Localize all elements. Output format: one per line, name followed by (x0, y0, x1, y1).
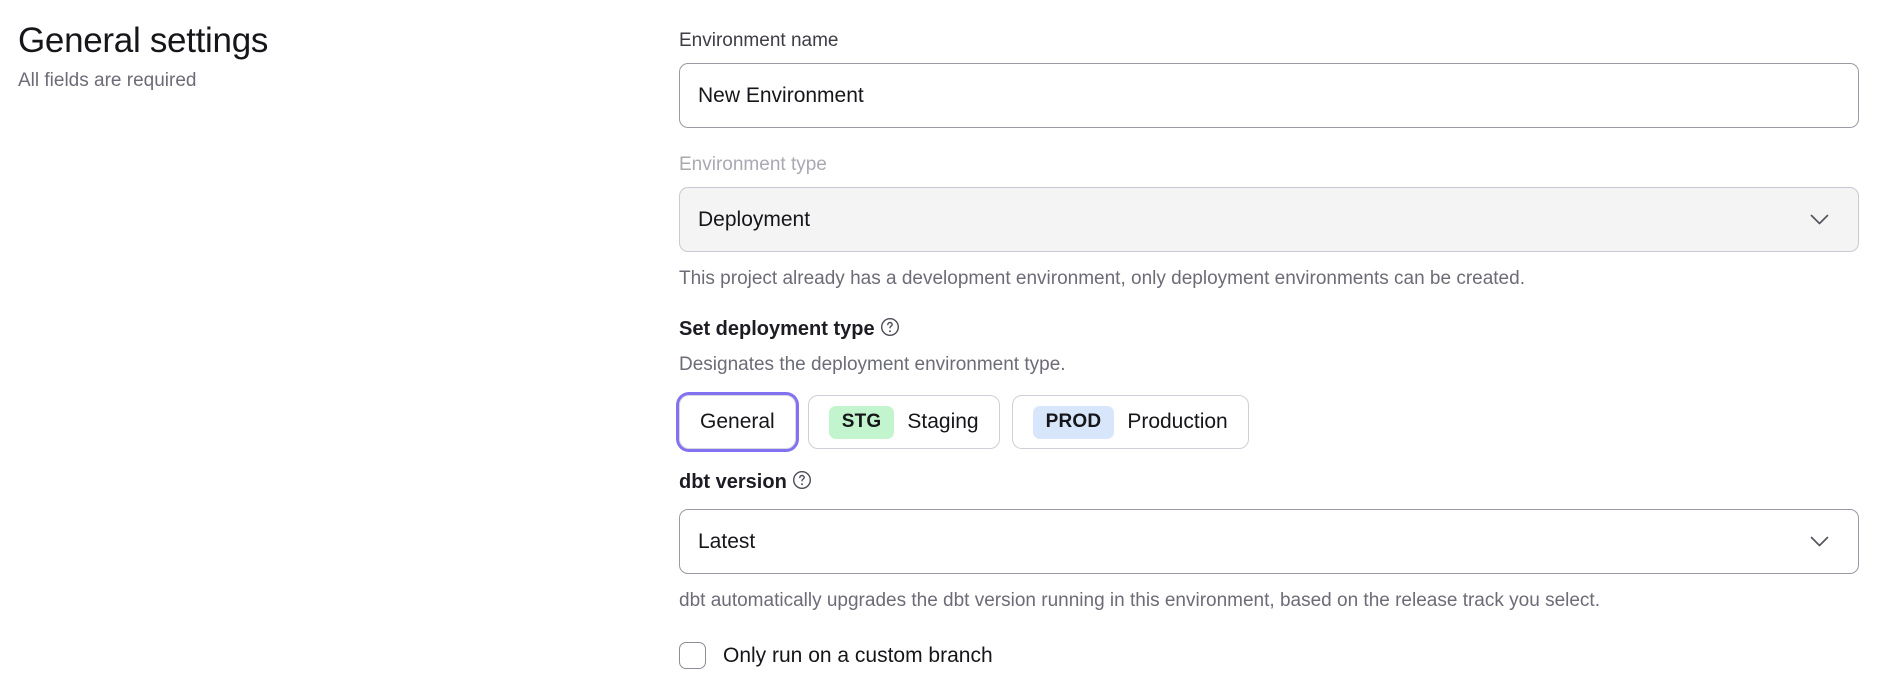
deployment-type-option-production-label: Production (1127, 410, 1228, 433)
dbt-version-select-value: Latest (679, 509, 1859, 574)
dbt-version-field: dbt version Latest dbt automatically upg… (679, 469, 1859, 614)
deployment-type-field: Set deployment type Designates the deplo… (679, 316, 1859, 449)
dbt-version-helper: dbt automatically upgrades the dbt versi… (679, 590, 1600, 611)
settings-intro: General settings All fields are required (18, 18, 638, 94)
environment-type-label: Environment type (679, 154, 827, 175)
deployment-type-description: Designates the deployment environment ty… (679, 354, 1066, 375)
deployment-type-label-text: Set deployment type (679, 318, 875, 340)
page-subtitle: All fields are required (18, 70, 197, 91)
help-circle-icon[interactable] (880, 317, 900, 337)
deployment-type-option-general-label: General (700, 410, 775, 433)
deployment-type-option-staging-label: Staging (907, 410, 979, 433)
help-circle-icon[interactable] (792, 470, 812, 490)
dbt-version-label-text: dbt version (679, 471, 787, 493)
production-badge: PROD (1032, 405, 1115, 439)
dbt-version-select[interactable]: Latest (679, 509, 1859, 574)
page-title: General settings (18, 21, 269, 60)
custom-branch-field[interactable]: Only run on a custom branch (679, 642, 1859, 669)
deployment-type-option-staging[interactable]: STG Staging (807, 395, 1000, 449)
custom-branch-checkbox[interactable] (679, 642, 706, 669)
deployment-type-options: General STG Staging PROD Production (679, 395, 1859, 449)
environment-name-input[interactable] (679, 63, 1859, 128)
environment-name-label: Environment name (679, 30, 839, 51)
deployment-type-label: Set deployment type (679, 316, 1859, 342)
dbt-version-label: dbt version (679, 469, 1859, 495)
deployment-type-option-general[interactable]: General (679, 395, 796, 449)
custom-branch-label: Only run on a custom branch (723, 643, 993, 667)
general-settings-form: Environment name Environment type Deploy… (679, 28, 1859, 669)
environment-type-field: Environment type Deployment This project… (679, 152, 1859, 292)
deployment-type-option-production[interactable]: PROD Production (1011, 395, 1249, 449)
environment-type-select[interactable]: Deployment (679, 187, 1859, 252)
environment-type-helper: This project already has a development e… (679, 268, 1525, 289)
environment-name-field: Environment name (679, 28, 1859, 128)
environment-type-select-value: Deployment (679, 187, 1859, 252)
staging-badge: STG (828, 405, 895, 439)
